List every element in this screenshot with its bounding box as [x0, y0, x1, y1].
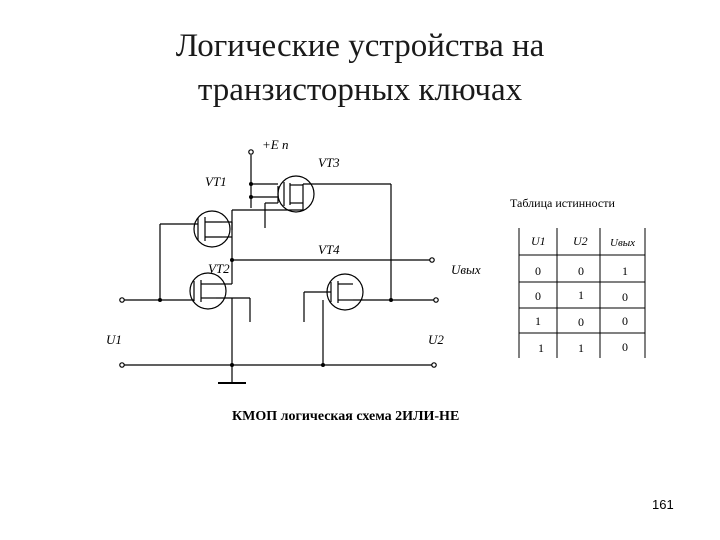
- truth-table-cell: 1: [578, 341, 584, 355]
- vt1-label: VT1: [205, 174, 227, 189]
- truth-table-cell: 1: [622, 264, 628, 278]
- truth-table-header: U1: [531, 234, 546, 248]
- truth-table-cell: 0: [535, 264, 541, 278]
- supply-label: +E п: [262, 137, 289, 152]
- slide-title-line2: транзисторных ключах: [197, 72, 523, 108]
- truth-table-cell: 0: [622, 314, 628, 328]
- truth-table-cell: 0: [578, 264, 584, 278]
- truth-table-cell: 0: [622, 290, 628, 304]
- truth-table-header: Uвых: [610, 237, 636, 249]
- vt4-label: VT4: [318, 242, 340, 257]
- output-label: Uвых: [451, 262, 481, 277]
- truth-table-cell: 1: [538, 341, 544, 355]
- truth-table-cell: 1: [535, 314, 541, 328]
- truth-table-title: Таблица истинности: [510, 196, 615, 210]
- vt3-label: VT3: [318, 155, 340, 170]
- truth-table-header: U2: [573, 234, 588, 248]
- truth-table-grid: [518, 228, 646, 358]
- page-number: 161: [652, 497, 674, 512]
- input-u2-label: U2: [428, 332, 444, 347]
- truth-table-cell: 0: [535, 289, 541, 303]
- slide-title-line1: Логические устройства на: [175, 28, 545, 64]
- vt2-label: VT2: [208, 261, 230, 276]
- input-u1-label: U1: [106, 332, 122, 347]
- truth-table-cell: 0: [622, 340, 628, 354]
- truth-table-cell: 0: [578, 315, 584, 329]
- circuit-caption: КМОП логическая схема 2ИЛИ-НЕ: [232, 409, 460, 424]
- truth-table-cell: 1: [578, 288, 584, 302]
